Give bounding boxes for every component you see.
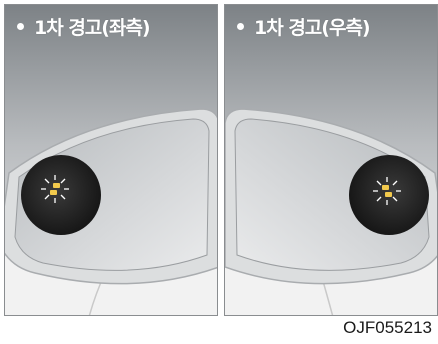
right-mirror-illustration <box>225 5 437 315</box>
warning-icon <box>41 175 69 203</box>
right-panel-title-text: 1차 경고(우측) <box>254 17 371 39</box>
warning-icon <box>373 177 401 205</box>
bullet-icon <box>237 23 244 30</box>
right-mirror-panel: 1차 경고(우측) <box>224 4 438 316</box>
right-panel-title: 1차 경고(우측) <box>237 13 371 40</box>
left-mirror-illustration <box>5 5 217 315</box>
left-panel-title: 1차 경고(좌측) <box>17 13 151 40</box>
bullet-icon <box>17 23 24 30</box>
figure-code: OJF055213 <box>343 318 432 337</box>
left-mirror-panel: 1차 경고(좌측) <box>4 4 218 316</box>
left-panel-title-text: 1차 경고(좌측) <box>34 17 151 39</box>
